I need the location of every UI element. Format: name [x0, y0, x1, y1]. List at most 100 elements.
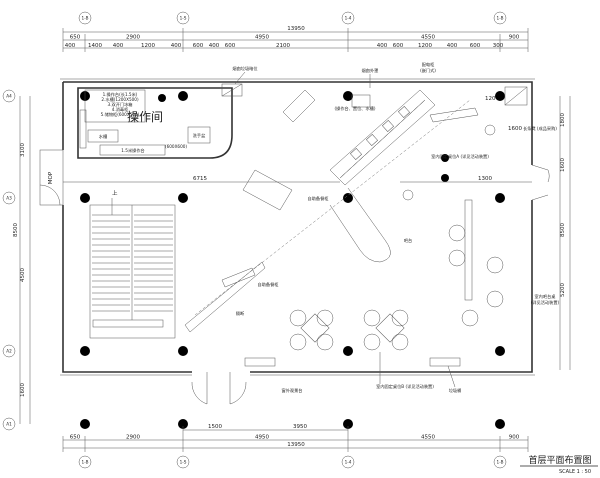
svg-text:自助备餐柜: 自助备餐柜: [308, 195, 329, 202]
top-dimensions: 13950 650 2900 4950 4550 900 400 1400 40…: [62, 26, 529, 52]
svg-text:烟囱垃圾暗位: 烟囱垃圾暗位: [232, 65, 257, 72]
diagonal-axis: [194, 99, 471, 316]
svg-text:1.5米操作台: 1.5米操作台: [121, 147, 144, 154]
svg-text:8500: 8500: [13, 223, 19, 237]
svg-text:600: 600: [470, 43, 481, 49]
svg-text:400: 400: [447, 43, 458, 49]
svg-text:(详见活动装置): (详见活动装置): [531, 299, 560, 306]
mop-room: MOP: [39, 149, 64, 206]
dim-top-2: 2900: [126, 35, 140, 41]
svg-text:6715: 6715: [193, 176, 207, 182]
svg-text:1600: 1600: [560, 158, 566, 172]
svg-text:(嵌门式): (嵌门式): [420, 67, 436, 74]
svg-text:水槽: 水槽: [99, 133, 108, 140]
drawing-title: 首层平面布置图: [528, 454, 591, 466]
svg-text:隔断: 隔断: [236, 310, 245, 317]
svg-text:650: 650: [70, 435, 81, 441]
svg-text:1-S: 1-S: [180, 16, 187, 21]
svg-text:4500: 4500: [20, 268, 26, 282]
svg-text:5.储物柜(600X500): 5.储物柜(600X500): [101, 111, 140, 118]
svg-text:MOP: MOP: [48, 171, 54, 184]
dim-total-top: 13950: [287, 26, 305, 32]
svg-text:配电柜: 配电柜: [422, 61, 435, 68]
svg-text:1600: 1600: [20, 383, 26, 397]
operation-room: 操作间 1.操作台(长1.5米) 2.水槽(1200X500) 3.双开门冰箱 …: [77, 87, 233, 159]
svg-text:1800: 1800: [560, 113, 566, 127]
drawing-scale: SCALE 1 : 50: [559, 469, 591, 475]
right-dimensions: 1800 1600 8500 5200: [559, 96, 571, 370]
svg-text:300: 300: [493, 43, 504, 49]
title-block: 首层平面布置图 SCALE 1 : 50: [520, 454, 598, 475]
svg-text:400: 400: [65, 43, 76, 49]
svg-text:13950: 13950: [287, 442, 305, 448]
svg-text:室内吧台桌: 室内吧台桌: [535, 293, 557, 300]
svg-text:400: 400: [113, 43, 124, 49]
svg-text:4550: 4550: [421, 435, 435, 441]
angled-shelf-top: [282, 89, 371, 123]
dim-top-4: 4550: [421, 35, 435, 41]
svg-text:自助备餐柜: 自助备餐柜: [258, 281, 279, 288]
bottom-dimensions: 1500 3950 650 2900 4950 4550 900 13950: [62, 424, 529, 452]
svg-text:长条凳 (成品采购): 长条凳 (成品采购): [523, 125, 557, 132]
table-set-1: [289, 309, 334, 351]
svg-text:吧台: 吧台: [404, 237, 412, 244]
svg-text:4950: 4950: [255, 435, 269, 441]
svg-text:1-B: 1-B: [497, 16, 504, 21]
svg-text:烟囱外罩: 烟囱外罩: [362, 67, 379, 74]
svg-text:(操作台、置位、水槽): (操作台、置位、水槽): [335, 105, 376, 112]
svg-text:洗手盆: 洗手盆: [193, 132, 206, 139]
center-cabinet: 自助备餐柜: [242, 169, 329, 211]
svg-text:3100: 3100: [20, 143, 26, 157]
svg-text:1500: 1500: [208, 424, 222, 430]
dim-top-1: 650: [70, 35, 81, 41]
svg-text:900: 900: [509, 435, 520, 441]
svg-text:上: 上: [112, 189, 118, 197]
svg-text:2100: 2100: [276, 43, 290, 49]
diagonal-divider: 自助备餐柜 隔断: [184, 261, 279, 333]
svg-text:室内固定桌位A (详见活动装置): 室内固定桌位A (详见活动装置): [431, 153, 489, 160]
table-set-2: [363, 309, 409, 351]
dim-top-5: 900: [509, 35, 520, 41]
left-dimensions: A4 A3 A2 A1 3100 4500 1600 8500: [2, 89, 31, 431]
svg-text:1-S: 1-S: [180, 460, 187, 465]
bar-table-right: 室内吧台桌 (详见活动装置): [448, 199, 560, 327]
dim-top-3: 4950: [255, 35, 269, 41]
svg-text:A4: A4: [6, 94, 12, 99]
svg-text:1.操作台(长1.5米): 1.操作台(长1.5米): [103, 91, 138, 98]
svg-text:8500: 8500: [560, 223, 566, 237]
svg-text:2900: 2900: [126, 435, 140, 441]
round-table-small: [484, 124, 496, 136]
svg-text:1-4: 1-4: [345, 460, 352, 465]
svg-text:1300: 1300: [478, 176, 492, 182]
svg-text:5200: 5200: [560, 283, 566, 297]
svg-text:120: 120: [485, 96, 496, 102]
svg-text:400: 400: [209, 43, 220, 49]
top-equipment: 烟囱垃圾暗位 烟囱外罩 配电柜 (嵌门式): [221, 61, 528, 106]
svg-text:室内固定桌位B (详见活动装置): 室内固定桌位B (详见活动装置): [376, 383, 434, 390]
svg-text:3950: 3950: [293, 424, 307, 430]
svg-text:1-B: 1-B: [497, 460, 504, 465]
svg-text:1-4: 1-4: [345, 16, 352, 21]
svg-text:1200: 1200: [418, 43, 432, 49]
svg-text:1-B: 1-B: [82, 460, 89, 465]
svg-text:窗外观景台: 窗外观景台: [282, 387, 303, 394]
outer-walls: [60, 78, 535, 376]
right-door: [531, 164, 550, 201]
svg-text:A1: A1: [6, 422, 12, 427]
grid-bubbles-bottom: 1-B 1-S 1-4 1-B: [78, 455, 507, 469]
bar-counter: (操作台、置位、水槽) 吧台: [329, 89, 479, 263]
svg-text:400: 400: [377, 43, 388, 49]
svg-text:(600X600): (600X600): [165, 144, 187, 149]
entrance-doors[interactable]: [191, 372, 250, 405]
staircase: 上: [89, 189, 176, 339]
columns: [80, 91, 505, 429]
svg-text:1600: 1600: [508, 126, 522, 132]
svg-text:1-B: 1-B: [82, 16, 89, 21]
grid-bubbles-top: 1-B 1-S 1-4 1-B: [78, 11, 507, 25]
svg-text:3.双开门冰箱: 3.双开门冰箱: [108, 101, 133, 108]
svg-text:1200: 1200: [141, 43, 155, 49]
svg-text:600: 600: [193, 43, 204, 49]
svg-text:2.水槽(1200X500): 2.水槽(1200X500): [101, 96, 139, 103]
svg-text:垃圾桶: 垃圾桶: [449, 387, 462, 394]
svg-text:A2: A2: [6, 349, 12, 354]
